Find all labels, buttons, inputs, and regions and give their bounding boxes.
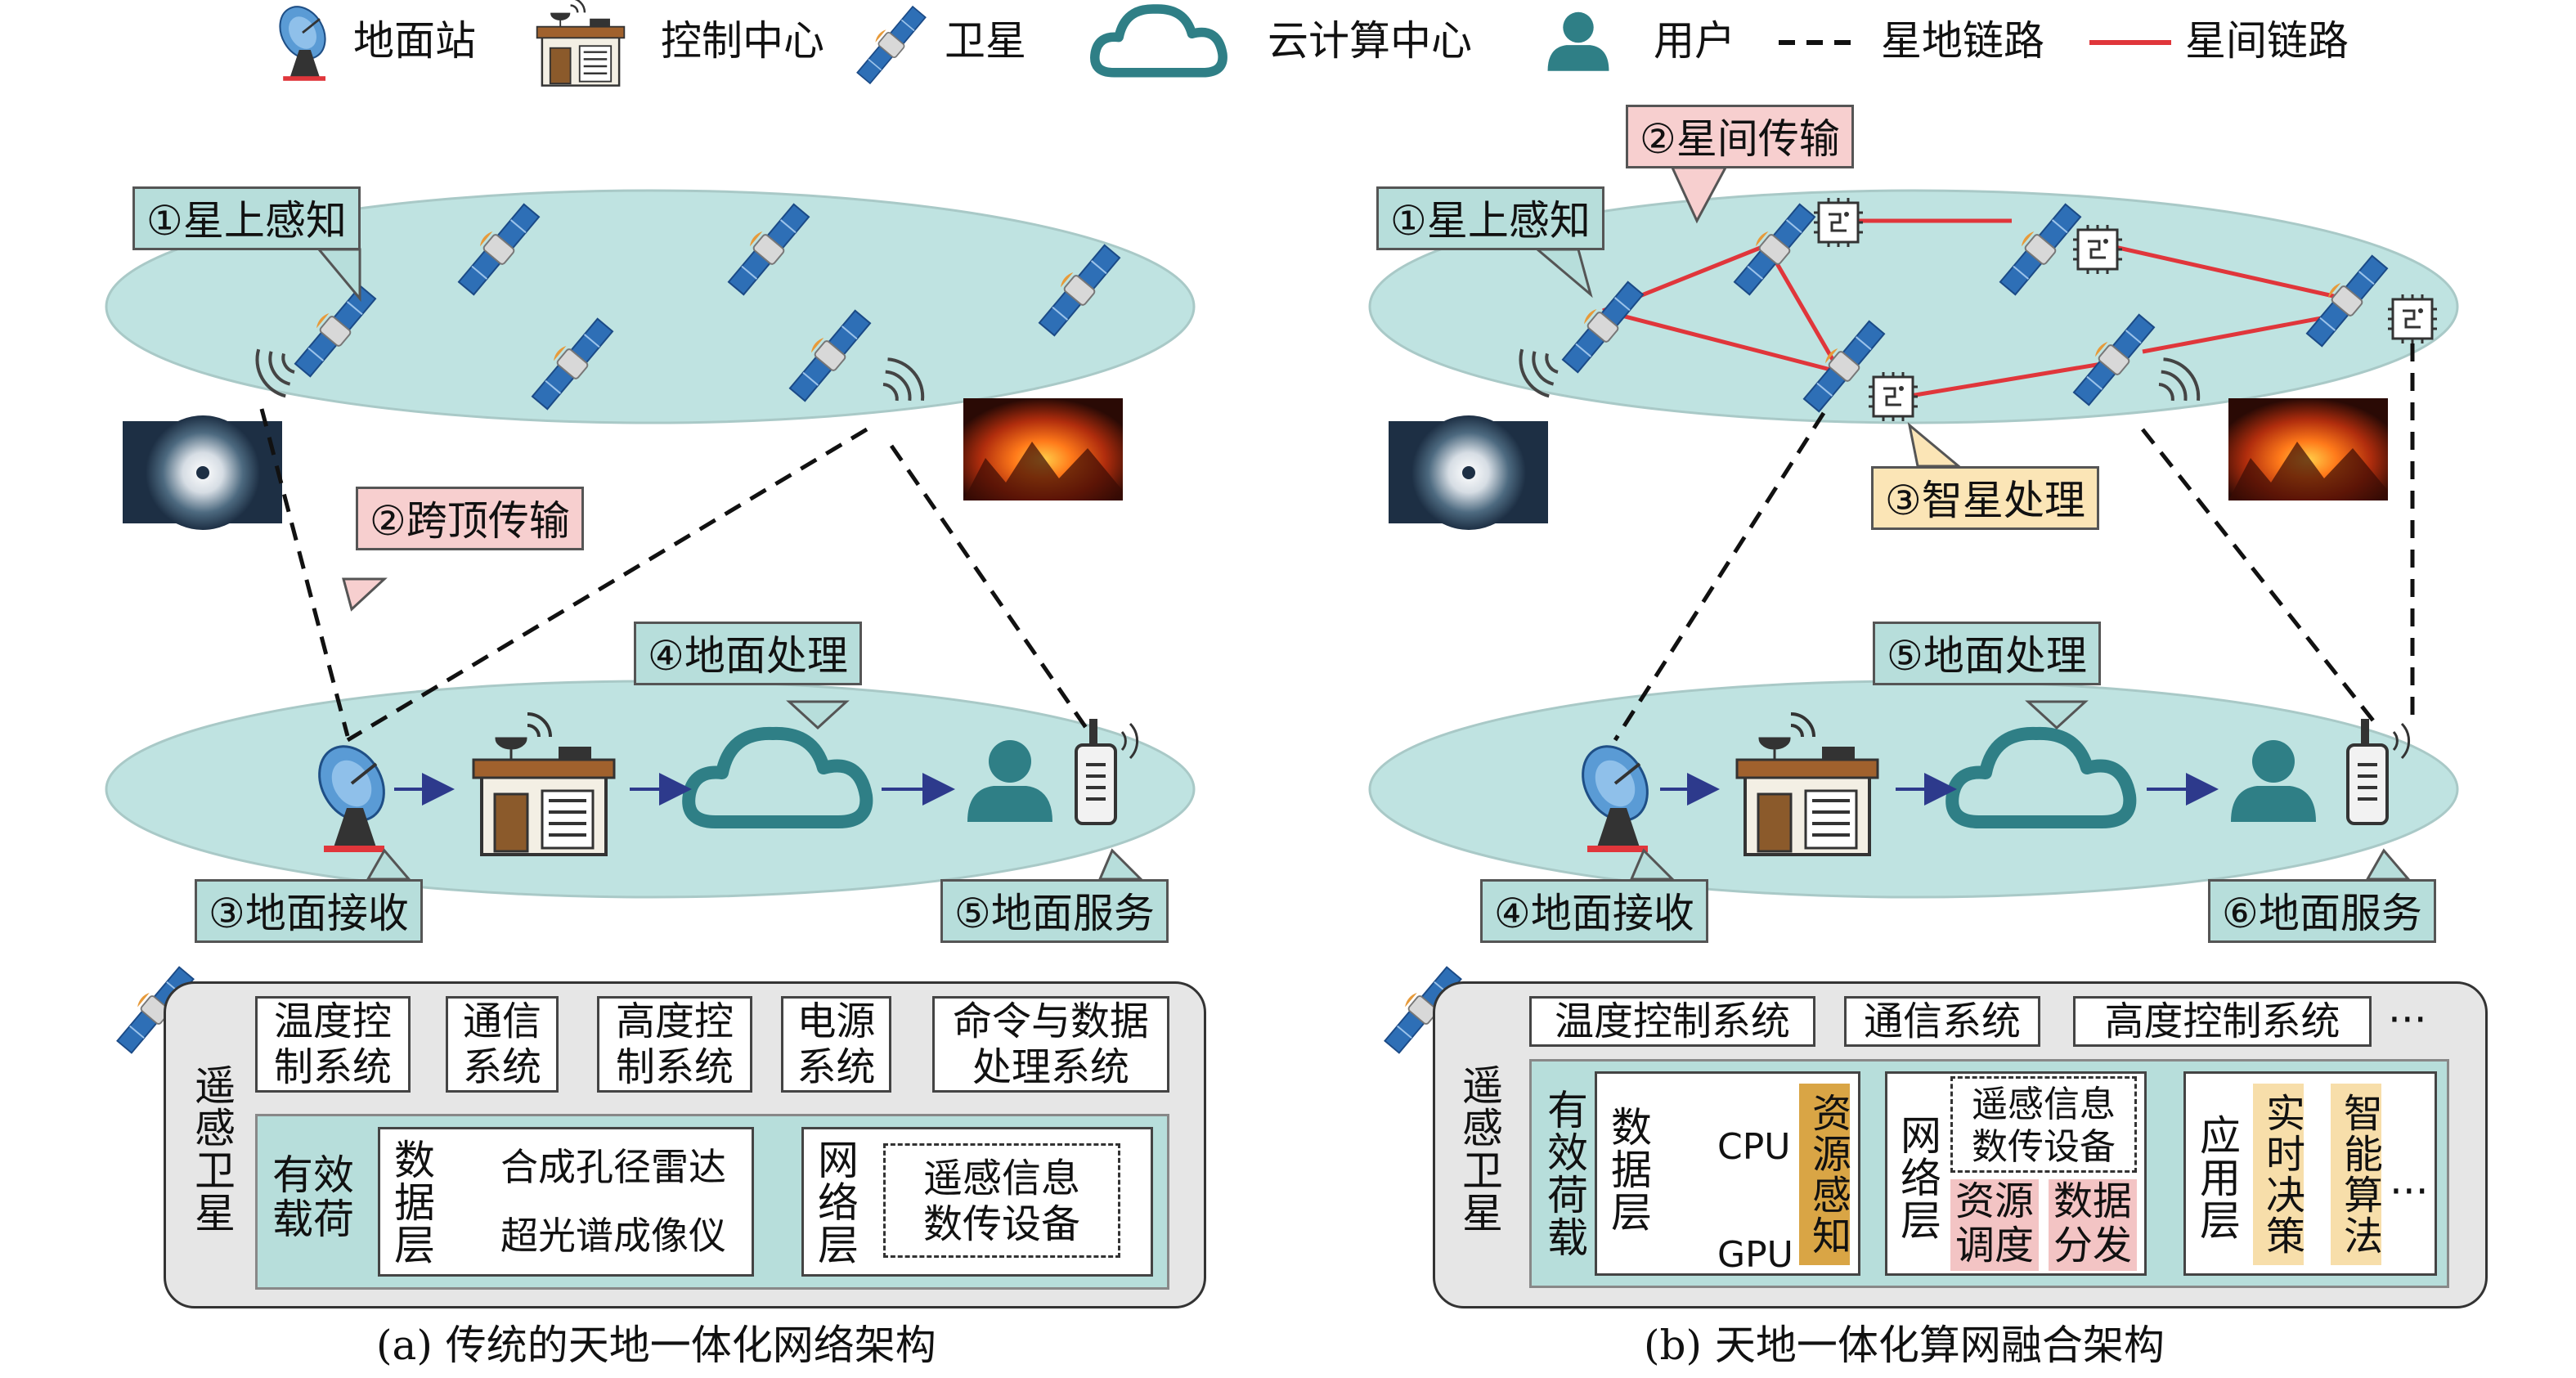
right-step4-callout: ④地面接收 xyxy=(1480,879,1708,943)
right-step3-callout: ③智星处理 xyxy=(1871,466,2099,530)
right-step2-callout: ②星间传输 xyxy=(1626,105,1854,168)
sat-ground-link xyxy=(346,427,868,743)
left-payload-label: 有效 载荷 xyxy=(272,1151,354,1243)
legend-sat-ground-link: 星地链路 xyxy=(1881,17,2044,65)
realtime-decision-tag: 实时决策 xyxy=(2253,1084,2304,1265)
left-step4-callout: ④地面处理 xyxy=(634,622,862,685)
left-network-layer-label: 网络层 xyxy=(811,1138,859,1266)
legend-ground-station: 地面站 xyxy=(353,17,476,65)
right-app-ellipsis: ··· xyxy=(2390,1168,2429,1215)
left-data-layer-label: 数据层 xyxy=(388,1138,435,1266)
right-app-layer-box xyxy=(2183,1071,2437,1276)
left-system-box: 高度控 制系统 xyxy=(597,996,752,1093)
legend-control-center: 控制中心 xyxy=(661,17,824,65)
hurricane-image xyxy=(1389,415,1548,530)
cpu-label: CPU xyxy=(1717,1126,1791,1168)
legend-satellite: 卫星 xyxy=(945,17,1026,65)
right-system-box: 高度控制系统 xyxy=(2073,996,2372,1047)
left-space-layer xyxy=(105,189,1196,424)
right-system-box: 通信系统 xyxy=(1844,996,2040,1047)
right-payload-label: 有效荷载 xyxy=(1541,1088,1588,1259)
legend-cloud-center: 云计算中心 xyxy=(1268,17,1472,65)
left-sat-label: 遥感卫星 xyxy=(188,1064,236,1234)
left-system-box: 温度控 制系统 xyxy=(255,996,411,1093)
right-step6-callout: ⑥地面服务 xyxy=(2208,879,2436,943)
legend xyxy=(269,0,2171,87)
right-step1-callout: ①星上感知 xyxy=(1376,186,1604,250)
right-app-layer-label: 应用层 xyxy=(2193,1114,2241,1241)
wildfire-image xyxy=(2228,398,2388,500)
gpu-label: GPU xyxy=(1717,1234,1793,1276)
left-step2-callout: ②跨顶传输 xyxy=(356,487,584,550)
hyperspectral-label: 超光谱成像仪 xyxy=(500,1214,726,1258)
left-step1-callout: ①星上感知 xyxy=(132,186,361,250)
left-transmitter-box: 遥感信息 数传设备 xyxy=(883,1143,1120,1258)
right-step5-callout: ⑤地面处理 xyxy=(1873,622,2101,685)
right-space-layer xyxy=(1368,189,2459,424)
sar-label: 合成孔径雷达 xyxy=(500,1145,726,1189)
resource-schedule-tag: 资源 调度 xyxy=(1950,1179,2039,1271)
legend-user: 用户 xyxy=(1654,17,1735,65)
left-data-layer-box xyxy=(378,1127,754,1277)
inter-sat-links xyxy=(1602,218,2356,399)
right-diagram xyxy=(1368,189,2459,1263)
left-system-box: 命令与数据 处理系统 xyxy=(932,996,1169,1093)
right-network-layer-label: 网络层 xyxy=(1894,1114,1941,1241)
right-system-box: 温度控制系统 xyxy=(1529,996,1815,1047)
sat-ground-link xyxy=(1613,411,1826,742)
right-transmitter-box: 遥感信息 数传设备 xyxy=(1950,1076,2137,1173)
smart-algorithm-tag: 智能算法 xyxy=(2331,1084,2382,1265)
data-distribute-tag: 数据 分发 xyxy=(2049,1179,2137,1271)
right-systems-ellipsis: ··· xyxy=(2388,996,2427,1044)
left-system-box: 通信 系统 xyxy=(446,996,559,1093)
left-caption: (a) 传统的天地一体化网络架构 xyxy=(376,1322,936,1369)
sat-ground-link xyxy=(259,408,350,737)
left-step3-callout: ③地面接收 xyxy=(195,879,423,943)
hurricane-image xyxy=(123,415,282,530)
resource-sense-tag: 资源感知 xyxy=(1799,1084,1851,1265)
left-step5-callout: ⑤地面服务 xyxy=(940,879,1169,943)
sat-ground-link xyxy=(2141,428,2377,725)
wildfire-image xyxy=(963,398,1123,500)
left-system-box: 电源 系统 xyxy=(781,996,891,1093)
right-sat-label: 遥感卫星 xyxy=(1456,1064,1503,1234)
legend-inter-sat-link: 星间链路 xyxy=(2185,17,2349,65)
right-data-layer-label: 数据层 xyxy=(1604,1106,1652,1233)
left-diagram xyxy=(105,189,1196,1251)
right-caption: (b) 天地一体化算网融合架构 xyxy=(1644,1322,2165,1369)
